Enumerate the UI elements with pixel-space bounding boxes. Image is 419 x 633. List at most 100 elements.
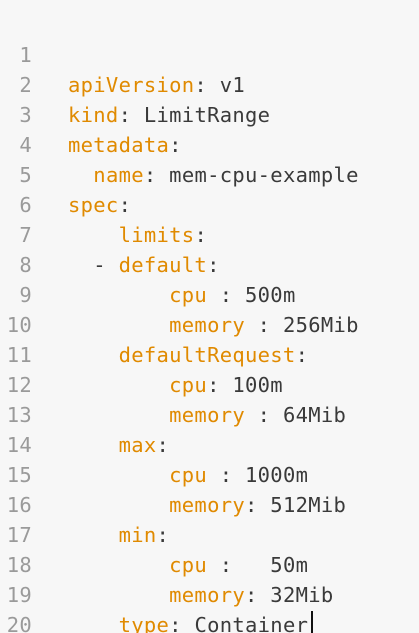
yaml-key: cpu xyxy=(169,373,208,397)
separator: : xyxy=(118,103,144,127)
separator: : xyxy=(245,493,271,517)
code-line[interactable]: 8 cpu : 500m xyxy=(0,220,419,307)
yaml-value: 256Mib xyxy=(282,313,359,337)
code-line[interactable]: 12 memory : 64Mib xyxy=(0,340,419,427)
separator: : xyxy=(156,433,170,457)
separator: : xyxy=(207,553,271,577)
separator: : xyxy=(194,223,208,247)
code-content[interactable]: type: Container xyxy=(68,610,314,633)
yaml-key: metadata xyxy=(68,133,170,157)
code-line[interactable]: 15 memory: 512Mib xyxy=(0,430,419,517)
line-number: 9 xyxy=(19,283,32,307)
code-content[interactable]: name: mem-cpu-example xyxy=(68,160,359,190)
yaml-value: 32Mib xyxy=(270,583,334,607)
code-content[interactable]: cpu : 1000m xyxy=(68,460,308,490)
line-number: 2 xyxy=(19,73,32,97)
code-line[interactable]: 4 name: mem-cpu-example xyxy=(0,100,419,187)
yaml-key: apiVersion xyxy=(68,73,195,97)
code-content[interactable]: cpu : 50m xyxy=(68,550,308,580)
separator: : xyxy=(118,193,132,217)
code-content[interactable]: apiVersion: v1 xyxy=(68,70,245,100)
yaml-value: LimitRange xyxy=(143,103,271,127)
code-content[interactable]: memory: 512Mib xyxy=(68,490,346,520)
code-content[interactable]: memory : 256Mib xyxy=(68,310,359,340)
yaml-value: v1 xyxy=(219,73,246,97)
code-content[interactable]: max: xyxy=(68,430,169,460)
code-content[interactable]: defaultRequest: xyxy=(68,340,308,370)
code-line[interactable]: 16 min: xyxy=(0,460,419,547)
yaml-key: min xyxy=(118,523,157,547)
code-line[interactable]: 5 spec: xyxy=(0,130,419,217)
indent xyxy=(68,613,119,633)
yaml-key: type xyxy=(118,613,170,633)
yaml-key: spec xyxy=(68,193,119,217)
code-content[interactable]: memory : 64Mib xyxy=(68,400,346,430)
yaml-value: 64Mib xyxy=(282,403,347,427)
yaml-key: max xyxy=(118,433,157,457)
code-line[interactable]: 10 defaultRequest: xyxy=(0,280,419,367)
line-number: 4 xyxy=(19,133,32,157)
code-line[interactable]: 17 cpu : 50m xyxy=(0,490,419,577)
line-number: 7 xyxy=(19,223,32,247)
code-line[interactable]: 6 limits: xyxy=(0,160,419,247)
yaml-key: memory xyxy=(169,493,245,517)
yaml-value: mem-cpu-example xyxy=(169,163,359,187)
yaml-key: memory xyxy=(169,313,245,337)
line-number: 8 xyxy=(19,253,32,277)
yaml-value: Container xyxy=(194,613,309,633)
code-content[interactable]: kind: LimitRange xyxy=(68,100,270,130)
yaml-key: cpu xyxy=(169,553,208,577)
code-content[interactable]: - default: xyxy=(68,250,220,280)
code-line[interactable]: 19 type: Container xyxy=(0,550,419,633)
separator: : xyxy=(295,343,309,367)
indent: - xyxy=(68,253,119,277)
code-content[interactable]: min: xyxy=(68,520,169,550)
code-line[interactable]: 9 memory : 256Mib xyxy=(0,250,419,337)
code-line[interactable]: 14 cpu : 1000m xyxy=(0,400,419,487)
separator: : xyxy=(245,403,283,427)
separator: : xyxy=(245,583,271,607)
code-line[interactable]: 13 max: xyxy=(0,370,419,457)
line-number: 1 xyxy=(19,43,32,67)
line-number: 5 xyxy=(19,163,32,187)
code-content[interactable]: cpu: 100m xyxy=(68,370,283,400)
code-content[interactable]: spec: xyxy=(68,190,131,220)
code-line[interactable]: 18 memory: 32Mib xyxy=(0,520,419,607)
separator: : xyxy=(245,313,283,337)
text-cursor xyxy=(311,611,314,633)
line-number: 20 xyxy=(6,613,32,633)
line-number: 17 xyxy=(6,523,32,547)
code-line[interactable]: 11 cpu: 100m xyxy=(0,310,419,397)
yaml-key: memory xyxy=(169,583,245,607)
line-number: 6 xyxy=(19,193,32,217)
separator: : xyxy=(207,253,220,277)
yaml-key: limits xyxy=(118,223,195,247)
code-line[interactable]: 1 apiVersion: v1 xyxy=(0,10,419,97)
line-number: 12 xyxy=(6,373,32,397)
separator: : xyxy=(169,133,182,157)
yaml-key: kind xyxy=(68,103,119,127)
yaml-key: default xyxy=(118,253,208,277)
yaml-key: defaultRequest xyxy=(118,343,296,367)
code-line[interactable]: 2 kind: LimitRange xyxy=(0,40,419,127)
code-content[interactable]: metadata: xyxy=(68,130,182,160)
code-content[interactable]: cpu : 500m xyxy=(68,280,296,310)
code-content[interactable]: memory: 32Mib xyxy=(68,580,334,610)
yaml-key: cpu xyxy=(169,463,208,487)
line-number: 19 xyxy=(6,583,32,607)
line-number: 3 xyxy=(19,103,32,127)
yaml-key: cpu xyxy=(169,283,208,307)
yaml-value: 50m xyxy=(270,553,309,577)
line-number: 16 xyxy=(6,493,32,517)
yaml-value: 500m xyxy=(245,283,296,307)
separator: : xyxy=(156,523,170,547)
separator: : xyxy=(143,163,170,187)
code-line[interactable]: 7 - default: xyxy=(0,190,419,277)
separator: : xyxy=(207,283,246,307)
separator: : xyxy=(207,463,246,487)
code-content[interactable]: limits: xyxy=(68,220,207,250)
code-line[interactable]: 3 metadata: xyxy=(0,70,419,157)
code-line[interactable]: 20 xyxy=(0,580,419,633)
yaml-key: name xyxy=(93,163,144,187)
